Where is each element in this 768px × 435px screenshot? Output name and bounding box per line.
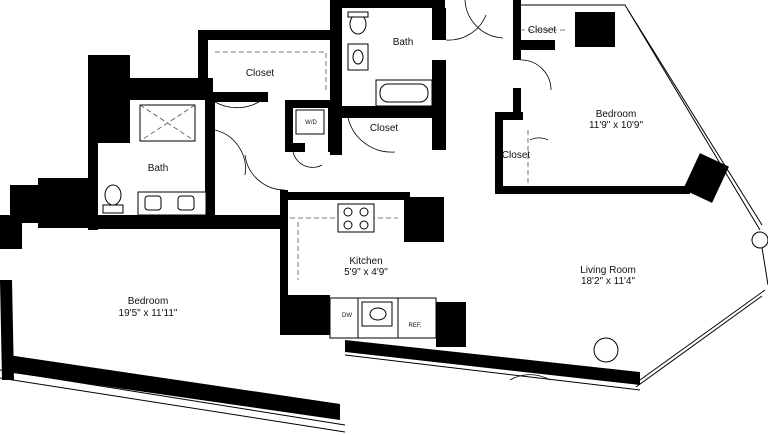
fixtures: [102, 11, 768, 363]
window-lines: [0, 4, 768, 433]
bedroom-right-name: Bedroom: [596, 109, 637, 120]
bedroom-left-name: Bedroom: [128, 296, 169, 307]
bath-top-name: Bath: [393, 37, 414, 48]
room-labels: Bedroom 19'5" x 11'11" Bath Closet Bath …: [119, 25, 644, 329]
living-room-size: 18'2" x 11'4": [581, 276, 636, 287]
closet-middle-name: Closet: [370, 123, 399, 134]
wd-label: W/D: [305, 120, 317, 126]
walls: [0, 0, 729, 420]
door-swings: [214, 0, 552, 381]
kitchen-size: 5'9" x 4'9": [344, 267, 388, 278]
bedroom-right-size: 11'9" x 10'9": [589, 120, 644, 131]
closet-top-name: Closet: [246, 68, 275, 79]
closet-bedroom-top-name: Closet: [528, 25, 557, 36]
closet-bedroom-side-name: Closet: [502, 150, 531, 161]
bath-left-name: Bath: [148, 163, 169, 174]
bedroom-left-size: 19'5" x 11'11": [119, 308, 178, 319]
living-room-name: Living Room: [580, 265, 636, 276]
kitchen-name: Kitchen: [349, 256, 382, 267]
dw-label: DW: [342, 313, 352, 319]
ref-label: REF.: [408, 323, 421, 329]
